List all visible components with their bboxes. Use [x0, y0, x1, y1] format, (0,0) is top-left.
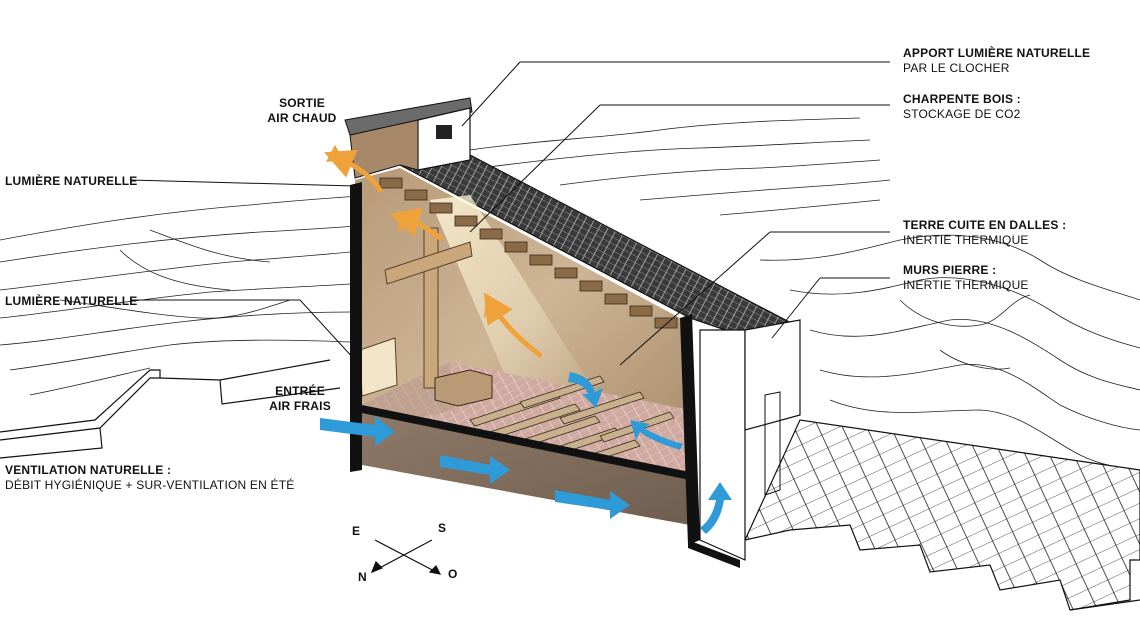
compass-east: E — [352, 524, 361, 538]
crawlspace — [360, 410, 690, 525]
cool-air-arrows — [320, 372, 732, 534]
natural-light-label-lower: LUMIÈRE NATURELLE — [5, 294, 138, 308]
terracotta-floor-label: TERRE CUITE EN DALLES : INERTIE THERMIQU… — [903, 218, 1066, 248]
fresh-air-inlet-line1: ENTRÉE — [275, 384, 325, 398]
bell-tower-light-label: APPORT LUMIÈRE NATURELLE PAR LE CLOCHER — [903, 46, 1090, 76]
warm-air-exit-line1: SORTIE — [279, 96, 325, 110]
section-walls — [350, 182, 740, 568]
stone-walls-title: MURS PIERRE : — [903, 263, 997, 277]
bell-tower-light-title: APPORT LUMIÈRE NATURELLE — [903, 46, 1091, 60]
terracotta-floor-detail: INERTIE THERMIQUE — [903, 233, 1029, 247]
bell-tower-light-detail: PAR LE CLOCHER — [903, 61, 1010, 75]
compass — [370, 539, 442, 575]
timber-frame-detail: STOCKAGE DE CO2 — [903, 107, 1021, 121]
stone-walls-detail: INERTIE THERMIQUE — [903, 278, 1029, 292]
leader-lines — [129, 61, 890, 366]
compass-west: O — [448, 567, 458, 581]
right-paving — [743, 419, 1140, 611]
timber-frame-label: CHARPENTE BOIS : STOCKAGE DE CO2 — [903, 92, 1021, 122]
natural-light-label-upper: LUMIÈRE NATURELLE — [5, 174, 138, 188]
interior — [355, 168, 690, 480]
warm-air-exit-line2: AIR CHAUD — [267, 111, 337, 125]
terracotta-floor-title: TERRE CUITE EN DALLES : — [903, 218, 1067, 232]
ventilation-title: VENTILATION NATURELLE : — [5, 463, 172, 477]
ventilation-detail: DÉBIT HYGIÉNIQUE + SUR-VENTILATION EN ÉT… — [5, 478, 295, 492]
left-ground — [0, 359, 341, 459]
compass-south: S — [438, 521, 447, 535]
timber-frame-title: CHARPENTE BOIS : — [903, 92, 1021, 106]
fresh-air-inlet-label: ENTRÉE AIR FRAIS — [258, 384, 342, 414]
stone-walls-label: MURS PIERRE : INERTIE THERMIQUE — [903, 263, 1029, 293]
ventilation-label: VENTILATION NATURELLE : DÉBIT HYGIÉNIQUE… — [5, 463, 294, 493]
landscape-contours — [0, 117, 1140, 513]
stone-wall-block — [699, 319, 801, 561]
warm-air-exit-label: SORTIE AIR CHAUD — [262, 96, 342, 126]
compass-north: N — [358, 570, 367, 584]
fresh-air-inlet-line2: AIR FRAIS — [269, 399, 331, 413]
